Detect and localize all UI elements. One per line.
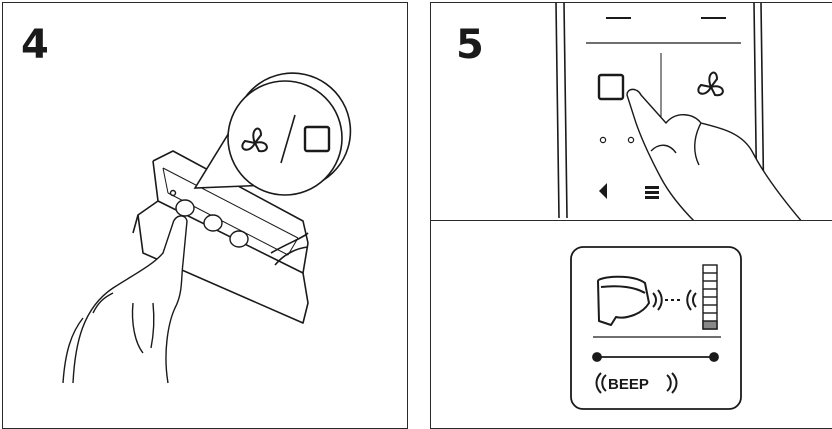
small-indicator: [645, 186, 659, 199]
signal-bars-icon: [703, 265, 717, 329]
stop-square-icon: [599, 75, 623, 99]
step-4-panel: 4: [2, 2, 408, 429]
step-4-illustration: [3, 3, 407, 428]
hand: [627, 89, 803, 223]
button-2: [204, 215, 222, 231]
step-5-remote-illustration: [431, 3, 832, 223]
step-5-pairing-panel: BEEP: [430, 220, 832, 429]
fan-icon: [698, 73, 723, 96]
pairing-illustration: BEEP: [431, 221, 832, 428]
button-3: [230, 231, 248, 247]
beep-label: BEEP: [608, 376, 649, 393]
step-5-panel: 5: [430, 2, 832, 224]
left-arrow-icon: [599, 183, 607, 199]
hand: [63, 216, 187, 383]
stop-fan-button: [176, 200, 194, 216]
